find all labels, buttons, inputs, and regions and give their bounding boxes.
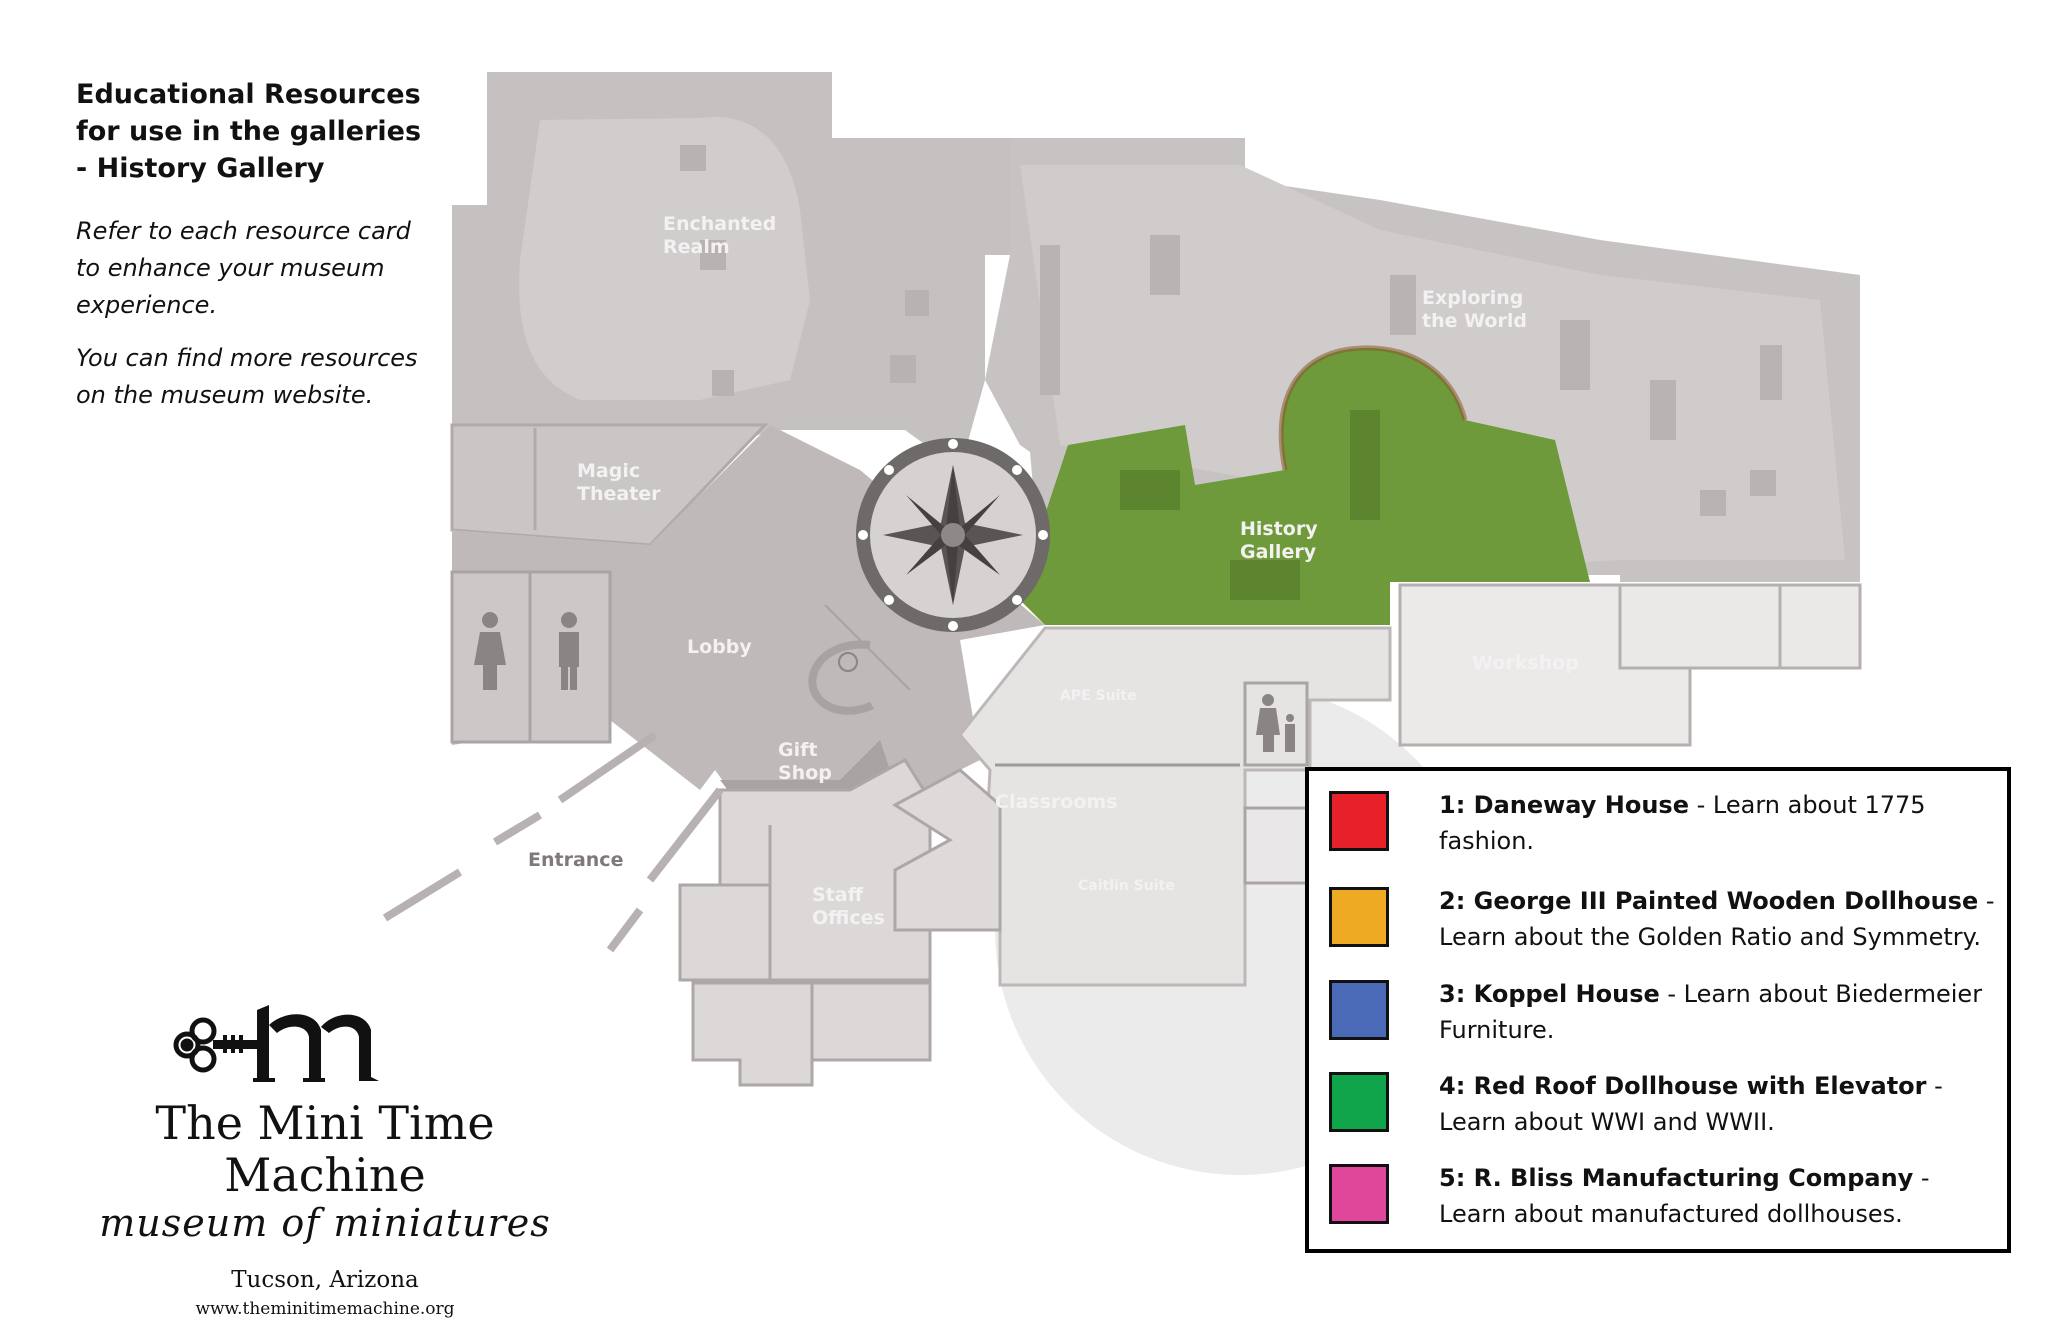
display-case <box>1650 380 1676 440</box>
legend-item: 5: R. Bliss Manufacturing Company - Lear… <box>1329 1160 1999 1232</box>
legend-swatch-blue <box>1329 980 1389 1040</box>
intro-title: Educational Resources for use in the gal… <box>76 79 422 184</box>
family-restroom-icon <box>1256 694 1295 752</box>
key-m-logo-mark <box>55 985 595 1095</box>
legend-item: 1: Daneway House - Learn about 1775 fash… <box>1329 787 1999 859</box>
legend-text: 2: George III Painted Wooden Dollhouse -… <box>1439 887 1995 951</box>
label-history-gallery-2: Gallery <box>1240 541 1317 563</box>
display-case <box>1350 410 1380 520</box>
display-case <box>1120 470 1180 510</box>
wall <box>824 604 911 691</box>
legend-text: 1: Daneway House - Learn about 1775 fash… <box>1439 791 1926 855</box>
display-case <box>1560 320 1590 390</box>
label-gift-shop-2: Shop <box>778 762 832 784</box>
label-ape-suite: APE Suite <box>1060 688 1137 704</box>
display-case <box>905 290 929 316</box>
museum-tagline: museum of miniatures <box>99 1201 551 1245</box>
legend-item: 4: Red Roof Dollhouse with Elevator - Le… <box>1329 1068 1999 1140</box>
display-case <box>890 355 916 383</box>
gift-shop-desk <box>808 640 875 715</box>
label-lobby: Lobby <box>687 636 752 658</box>
label-classrooms: Classrooms <box>995 791 1117 813</box>
legend-item: 2: George III Painted Wooden Dollhouse -… <box>1329 883 1999 955</box>
label-history-gallery: History <box>1240 518 1318 540</box>
intro-note-cards: Refer to each resource card to enhance y… <box>76 217 411 319</box>
intro-panel: Educational Resources for use in the gal… <box>76 76 436 414</box>
legend-text: 5: R. Bliss Manufacturing Company - Lear… <box>1439 1164 1930 1228</box>
label-caitlin-suite: Caitlin Suite <box>1078 878 1175 894</box>
label-magic-theater: Magic <box>577 460 640 482</box>
key-icon <box>173 1005 379 1082</box>
woman-icon <box>474 612 506 690</box>
legend-swatch-orange <box>1329 887 1389 947</box>
label-gift-shop: Gift <box>778 739 817 761</box>
museum-website[interactable]: www.theminitimemachine.org <box>195 1299 455 1319</box>
label-entrance: Entrance <box>528 849 623 871</box>
display-case <box>1040 245 1060 395</box>
display-case <box>1760 345 1782 400</box>
globe-icon <box>838 652 858 672</box>
display-case <box>1390 275 1416 335</box>
display-case <box>1150 235 1180 295</box>
label-workshop: Workshop <box>1472 652 1579 674</box>
display-case <box>1230 560 1300 600</box>
caitlin-suite-room <box>1243 806 1309 885</box>
room-workshop-annex-2 <box>1778 583 1862 670</box>
enchanted-inner <box>519 116 810 400</box>
legend-text: 4: Red Roof Dollhouse with Elevator - Le… <box>1439 1072 1943 1136</box>
legend-swatch-pink <box>1329 1164 1389 1224</box>
resource-legend: 1: Daneway House - Learn about 1775 fash… <box>1305 767 2011 1253</box>
label-staff-offices-2: Offices <box>812 907 885 929</box>
history-gallery-edge <box>1278 345 1468 471</box>
display-case <box>712 370 734 396</box>
label-enchanted-realm: Enchanted <box>663 213 776 235</box>
compass-rose <box>856 438 1050 632</box>
display-case <box>1750 470 1776 496</box>
restroom-men <box>528 570 612 744</box>
family-restroom <box>1243 681 1309 767</box>
legend-swatch-red <box>1329 791 1389 851</box>
intro-note-website: You can find more resources on the museu… <box>76 344 418 409</box>
display-case <box>680 145 706 171</box>
label-exploring-world-2: the World <box>1422 310 1527 332</box>
legend-swatch-green <box>1329 1072 1389 1132</box>
museum-logo: The Mini Time Machine museum of miniatur… <box>55 985 595 1319</box>
museum-city: Tucson, Arizona <box>231 1267 419 1293</box>
legend-text: 3: Koppel House - Learn about Biedermeie… <box>1439 980 1983 1044</box>
label-exploring-world: Exploring <box>1422 287 1523 309</box>
label-staff-offices: Staff <box>812 884 864 906</box>
legend-item: 3: Koppel House - Learn about Biedermeie… <box>1329 976 1999 1048</box>
label-enchanted-realm-2: Realm <box>663 236 730 258</box>
display-case <box>1700 490 1726 516</box>
room-workshop-annex <box>1618 583 1782 670</box>
room-history-gallery <box>1020 347 1590 625</box>
label-magic-theater-2: Theater <box>577 483 661 505</box>
room-east-office <box>892 768 1002 932</box>
museum-name: The Mini Time Machine <box>155 1096 495 1202</box>
entrance-path <box>382 731 724 953</box>
man-icon <box>559 612 579 690</box>
display-case <box>700 240 726 270</box>
